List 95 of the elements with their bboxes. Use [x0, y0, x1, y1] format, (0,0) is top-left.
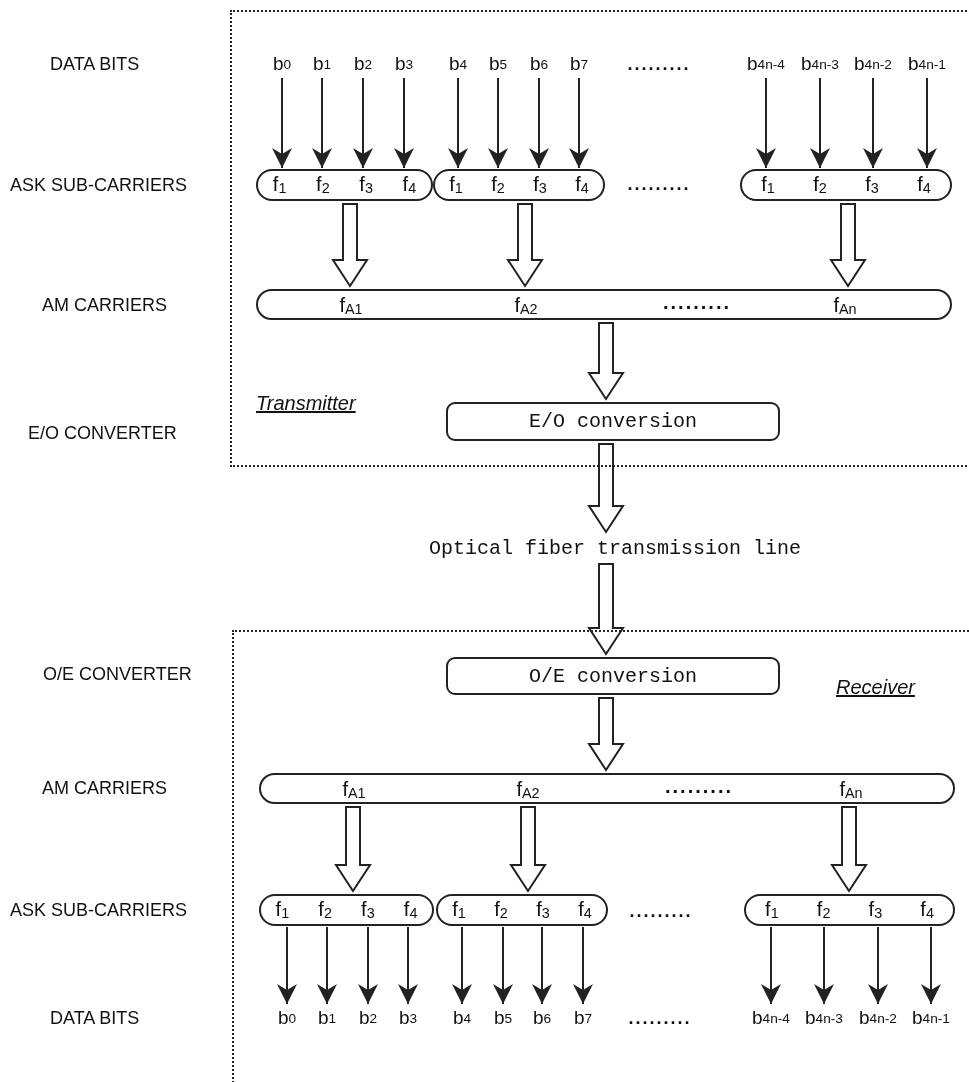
- frequency-label: f$_{An}$: [839, 778, 863, 802]
- arrow: [756, 77, 776, 169]
- arrow: [398, 926, 418, 1005]
- subcarrier-group: [436, 894, 608, 926]
- subcarrier-group: [259, 894, 434, 926]
- frequency-label: f$_{4}$: [916, 173, 932, 197]
- frequency-label: f$_{2}$: [812, 173, 828, 197]
- subcarrier-group: [433, 169, 605, 201]
- arrow: [272, 77, 292, 169]
- hollow-arrow: [587, 322, 625, 401]
- row-label: AM CARRIERS: [42, 294, 167, 316]
- ellipsis: .........: [627, 53, 691, 75]
- arrow: [312, 77, 332, 169]
- arrow: [394, 77, 414, 169]
- frequency-label: f$_{4}$: [574, 173, 590, 197]
- frequency-label: f$_{1}$: [448, 173, 464, 197]
- arrow: [532, 926, 552, 1005]
- subcarrier-group: [744, 894, 955, 926]
- arrow: [353, 77, 373, 169]
- arrow: [573, 926, 593, 1005]
- frequency-label: f$_{1}$: [764, 898, 780, 922]
- frequency-label: f$_{1}$: [274, 898, 291, 922]
- ellipsis: .........: [665, 775, 733, 798]
- arrow: [452, 926, 472, 1005]
- frequency-label: f$_{3}$: [535, 898, 551, 922]
- hollow-arrow: [829, 203, 867, 288]
- frequency-label: f$_{2}$: [490, 173, 506, 197]
- box-label: O/E conversion: [529, 664, 697, 688]
- frequency-label: f$_{2}$: [815, 898, 832, 922]
- frequency-label: f$_{An}$: [833, 294, 857, 318]
- arrow: [493, 926, 513, 1005]
- arrow: [488, 77, 508, 169]
- subcarrier-group: [740, 169, 952, 201]
- frequency-label: f$_{1}$: [451, 898, 467, 922]
- region-heading: Transmitter: [256, 392, 356, 415]
- frequency-label: f$_{2}$: [493, 898, 509, 922]
- carrier-band: [259, 773, 955, 804]
- arrow: [868, 926, 888, 1005]
- channel-label: Optical fiber transmission line: [390, 535, 840, 561]
- frequency-label: f$_{2}$: [315, 173, 331, 197]
- frequency-label: f$_{4}$: [402, 898, 419, 922]
- arrow: [529, 77, 549, 169]
- frequency-label: f$_{1}$: [760, 173, 776, 197]
- frequency-label: f$_{A2}$: [516, 778, 540, 802]
- process-box: [446, 657, 780, 695]
- arrow: [921, 926, 941, 1005]
- frequency-label: f$_{A2}$: [514, 294, 538, 318]
- hollow-arrow: [587, 443, 625, 534]
- ellipsis: .........: [663, 291, 731, 314]
- frequency-label: f$_{4}$: [577, 898, 593, 922]
- row-label: DATA BITS: [50, 1007, 140, 1029]
- row-label: ASK SUB-CARRIERS: [10, 174, 188, 196]
- frequency-label: f$_{3}$: [360, 898, 376, 922]
- hollow-arrow: [334, 806, 372, 893]
- arrow: [761, 926, 781, 1005]
- box-label: E/O conversion: [529, 410, 697, 433]
- process-box: [446, 402, 780, 441]
- carrier-band: [256, 289, 952, 320]
- hollow-arrow: [506, 203, 544, 288]
- frequency-label: f$_{3}$: [867, 898, 884, 922]
- ellipsis: .........: [629, 900, 693, 922]
- row-label: DATA BITS: [50, 53, 140, 75]
- hollow-arrow: [587, 697, 625, 772]
- hollow-arrow: [587, 563, 625, 656]
- hollow-arrow: [509, 806, 547, 893]
- subcarrier-group: [256, 169, 433, 201]
- arrow: [569, 77, 589, 169]
- hollow-arrow: [331, 203, 369, 288]
- hollow-arrow: [830, 806, 868, 893]
- frequency-label: f$_{4}$: [919, 898, 935, 922]
- region-heading: Receiver: [836, 676, 915, 699]
- row-label: E/O CONVERTER: [28, 422, 177, 444]
- arrow: [277, 926, 297, 1005]
- frequency-label: f$_{3}$: [864, 173, 880, 197]
- arrow: [358, 926, 378, 1005]
- frequency-label: f$_{2}$: [317, 898, 333, 922]
- arrow: [917, 77, 937, 169]
- ellipsis: .........: [628, 1007, 692, 1029]
- row-label: AM CARRIERS: [42, 777, 167, 799]
- frequency-label: f$_{3}$: [358, 173, 374, 197]
- frequency-label: f$_{1}$: [271, 173, 288, 197]
- arrow: [863, 77, 883, 169]
- ellipsis: .........: [627, 173, 691, 195]
- frequency-label: f$_{3}$: [532, 173, 548, 197]
- arrow: [448, 77, 468, 169]
- frequency-label: f$_{A1}$: [339, 294, 363, 318]
- arrow: [814, 926, 834, 1005]
- dotted-region: [232, 630, 969, 1082]
- dotted-region: [230, 10, 969, 467]
- arrow: [810, 77, 830, 169]
- row-label: ASK SUB-CARRIERS: [10, 899, 188, 921]
- arrow: [317, 926, 337, 1005]
- frequency-label: f$_{4}$: [401, 173, 418, 197]
- row-label: O/E CONVERTER: [43, 663, 192, 685]
- frequency-label: f$_{A1}$: [342, 778, 366, 802]
